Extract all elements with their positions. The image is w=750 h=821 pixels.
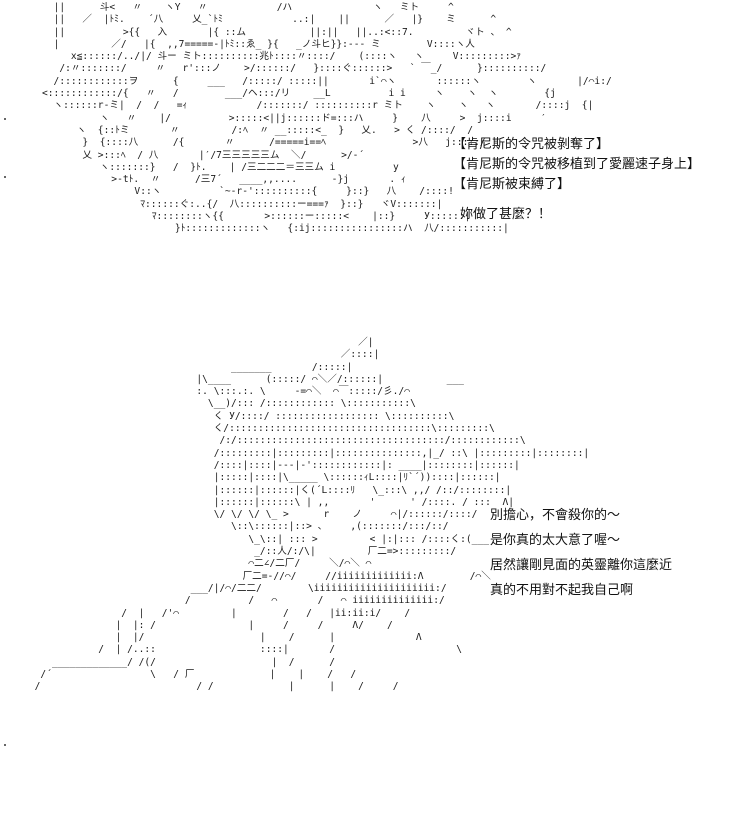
notice-command-seals-transferred: 【肯尼斯的令咒被移植到了愛麗速子身上】 <box>453 157 701 172</box>
dialogue-block: 別擔心，不會殺你的～ 是你真的太大意了喔～ 居然讓剛見面的英靈離你這麼近 真的不… <box>490 503 672 603</box>
event-notice-list: 【肯尼斯的令咒被剝奪了】 【肯尼斯的令咒被移植到了愛麗速子身上】 【肯尼斯被束縛… <box>453 135 700 195</box>
ascii-art-character-bottom: ／| ／::::| _______ /:::::| |\____ (:::::/… <box>34 337 590 693</box>
dialogue-line: 是你真的太大意了喔～ <box>490 533 621 548</box>
dialogue-reply: 妳做了甚麼？！ <box>460 207 552 222</box>
dialogue-line: 居然讓剛見面的英靈離你這麼近 <box>490 558 673 573</box>
margin-dot <box>4 118 6 120</box>
dialogue-line: 別擔心，不會殺你的～ <box>490 508 621 523</box>
ascii-art-character-top: || 斗< 〃 ヽY 〃 /ハ ヽ ミト ^ || ／ |ﾄﾐ. ´八 乂_`ﾄ… <box>42 2 612 235</box>
notice-command-seals-stripped: 【肯尼斯的令咒被剝奪了】 <box>453 137 610 152</box>
margin-dot <box>4 176 6 178</box>
margin-dot <box>4 744 6 746</box>
notice-kayneth-bound: 【肯尼斯被束縛了】 <box>453 177 571 192</box>
dialogue-line: 真的不用對不起我自己啊 <box>490 583 634 598</box>
